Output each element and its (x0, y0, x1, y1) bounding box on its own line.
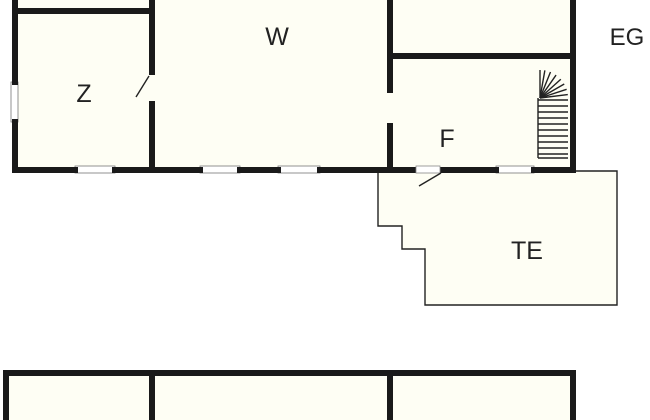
window-z-left (10, 81, 19, 123)
window-w-bottom-2 (277, 165, 321, 174)
window-w-bottom-1 (199, 165, 241, 174)
floor-label: EG (610, 24, 645, 51)
room-label-z: Z (76, 80, 91, 108)
stair-winder (539, 74, 557, 99)
window-z-bottom (74, 165, 116, 174)
door-z-w (135, 75, 150, 98)
door-f-terrace-threshold (415, 165, 441, 174)
stair-winder (539, 83, 565, 99)
stair-winder (539, 93, 568, 99)
stair-winder (539, 78, 562, 99)
upper-building-fill (15, 0, 573, 170)
room-label-f: F (439, 125, 454, 153)
window-f-bottom (495, 165, 535, 174)
doors (135, 75, 442, 187)
staircase (537, 70, 568, 159)
stair-winder (539, 70, 546, 99)
stair-winder (539, 71, 552, 99)
stair-winder (539, 88, 567, 99)
upper-walls (12, 0, 576, 173)
terrace-area (377, 170, 618, 306)
lower-building (3, 370, 576, 420)
door-f-terrace (418, 172, 442, 187)
room-label-te: TE (511, 237, 543, 265)
room-label-w: W (265, 23, 289, 51)
